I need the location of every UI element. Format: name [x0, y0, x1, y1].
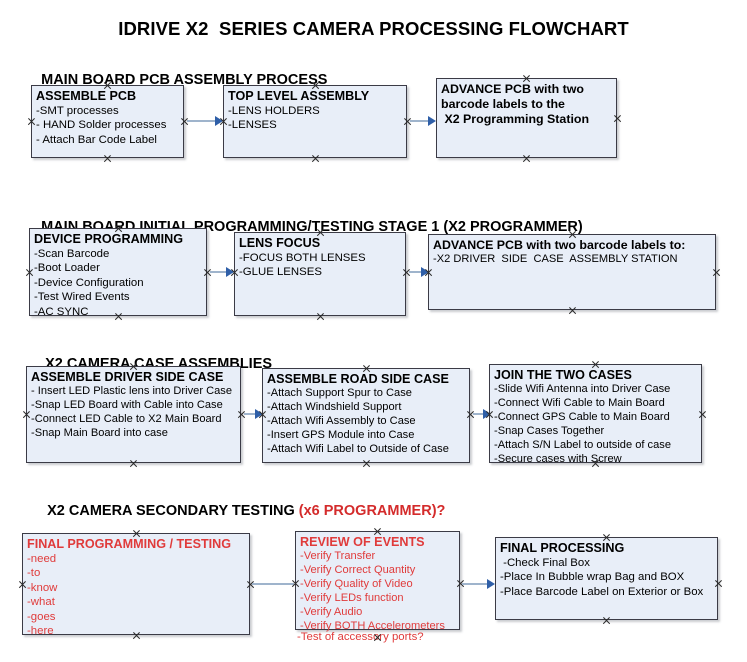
node-line: -GLUE LENSES: [239, 266, 322, 279]
node-review-of-events[interactable]: REVIEW OF EVENTS -Verify Transfer -Verif…: [295, 531, 460, 632]
node-title: REVIEW OF EVENTS: [300, 535, 425, 549]
node-line: -what: [27, 596, 55, 609]
node-line: -Verify BOTH Accelerometers: [300, 619, 445, 632]
connector-line: [409, 271, 427, 273]
node-title: ASSEMBLE PCB: [36, 89, 137, 103]
node-title: LENS FOCUS: [239, 236, 321, 250]
section-heading-main-board-pcb-assembly-process: MAIN BOARD PCB ASSEMBLY PROCESS: [25, 56, 327, 104]
node-title: ASSEMBLE DRIVER SIDE CASE: [31, 370, 224, 384]
node-line: -Test Wired Events: [34, 291, 130, 304]
node-line: -LENSES: [228, 119, 277, 132]
node-title: ADVANCE PCB with two barcode labels to:: [433, 238, 686, 252]
connector-arrow-icon: [421, 267, 429, 277]
node-assemble-pcb[interactable]: ASSEMBLE PCB -SMT processes - HAND Solde…: [31, 85, 184, 158]
node-line: -Verify Quality of Video: [300, 577, 413, 590]
node-advance-pcb-to-driver-side-case-assembly-station[interactable]: ADVANCE PCB with two barcode labels to: …: [428, 234, 716, 310]
connector-line: [410, 120, 432, 122]
node-line: -Check Final Box: [500, 557, 590, 569]
connector-arrow-icon: [215, 116, 223, 126]
node-line: -Verify LEDs function: [300, 591, 404, 604]
node-final-programming-testing[interactable]: FINAL PROGRAMMING / TESTING -need -to -k…: [22, 533, 250, 638]
node-line: -Insert GPS Module into Case: [267, 428, 415, 441]
connector-line: [244, 413, 260, 415]
node-line: -SMT processes: [36, 105, 119, 117]
node-line: -Connect Wifi Cable to Main Board: [494, 396, 665, 409]
node-overflow-line: -Test of accessory ports?: [297, 631, 424, 643]
connector-line: [462, 583, 492, 585]
node-line: -Place Barcode Label on Exterior or Box: [500, 585, 704, 598]
node-line: -Attach Windshield Support: [267, 400, 402, 413]
connector-arrow-icon: [226, 267, 234, 277]
node-line: -Connect GPS Cable to Main Board: [494, 410, 670, 423]
node-device-programming[interactable]: DEVICE PROGRAMMING -Scan Barcode -Boot L…: [29, 228, 207, 318]
connector-arrow-icon: [483, 409, 491, 419]
node-title: TOP LEVEL ASSEMBLY: [228, 89, 370, 103]
node-line: -Device Configuration: [34, 276, 144, 289]
node-line: -need: [27, 553, 57, 565]
node-line: -Secure cases with Screw: [494, 452, 622, 465]
node-line: -FOCUS BOTH LENSES: [239, 252, 366, 264]
node-advance-pcb-to-x2-programming-station[interactable]: ADVANCE PCB with two barcode labels to t…: [436, 78, 617, 158]
node-lens-focus[interactable]: LENS FOCUS -FOCUS BOTH LENSES -GLUE LENS…: [234, 232, 406, 316]
node-line: - Attach Bar Code Label: [36, 133, 157, 146]
node-line: -goes: [27, 610, 56, 623]
node-title: DEVICE PROGRAMMING: [34, 232, 184, 246]
node-line: -Attach Wifi Label to Outside of Case: [267, 442, 449, 455]
connector-line: [252, 583, 294, 585]
node-line: -Snap Cases Together: [494, 424, 605, 437]
node-line: -Connect LED Cable to X2 Main Board: [31, 412, 222, 425]
section-heading-x2-camera-secondary-testing: X2 CAMERA SECONDARY TESTING (x6 PROGRAMM…: [31, 487, 445, 535]
node-top-level-assembly[interactable]: TOP LEVEL ASSEMBLY -LENS HOLDERS -LENSES: [223, 85, 407, 158]
node-join-the-two-cases[interactable]: JOIN THE TWO CASES -Slide Wifi Antenna i…: [489, 364, 702, 465]
node-line: -X2 DRIVER SIDE CASE ASSEMBLY STATION: [433, 253, 678, 265]
node-line: -here: [27, 625, 54, 638]
connector-line: [210, 271, 230, 273]
node-assemble-road-side-case[interactable]: ASSEMBLE ROAD SIDE CASE -Attach Support …: [262, 368, 470, 463]
connector-arrow-icon: [487, 579, 495, 589]
node-line: - HAND Solder processes: [36, 119, 167, 132]
node-line: -know: [27, 581, 58, 594]
node-line: -Snap Main Board into case: [31, 426, 168, 439]
node-line: X2 Programming Station: [441, 112, 590, 126]
node-final-processing[interactable]: FINAL PROCESSING -Check Final Box -Place…: [495, 537, 718, 620]
connector-line: [473, 413, 488, 415]
node-line: -Verify Correct Quantity: [300, 563, 416, 576]
node-line: -to: [27, 567, 41, 580]
page-title: IDRIVE X2 SERIES CAMERA PROCESSING FLOWC…: [118, 18, 629, 39]
node-assemble-driver-side-case[interactable]: ASSEMBLE DRIVER SIDE CASE - Insert LED P…: [26, 366, 241, 463]
node-line: -LENS HOLDERS: [228, 105, 320, 117]
section-heading-text: X2 CAMERA SECONDARY TESTING: [47, 503, 299, 519]
node-line: -Verify Transfer: [300, 550, 376, 562]
node-title: FINAL PROCESSING: [500, 541, 625, 555]
node-title: FINAL PROGRAMMING / TESTING: [27, 537, 232, 551]
node-title: JOIN THE TWO CASES: [494, 368, 632, 382]
node-line: -Scan Barcode: [34, 248, 110, 260]
node-line: -Slide Wifi Antenna into Driver Case: [494, 383, 671, 395]
node-line: -Place In Bubble wrap Bag and BOX: [500, 571, 685, 584]
node-title: ADVANCE PCB with two: [441, 82, 584, 96]
node-line: -Snap LED Board with Cable into Case: [31, 398, 223, 411]
node-line: -Attach S/N Label to outside of case: [494, 438, 671, 451]
node-line: barcode labels to the: [441, 97, 565, 111]
node-line: - Insert LED Plastic lens into Driver Ca…: [31, 385, 232, 397]
connector-line: [187, 120, 219, 122]
section-heading-text: MAIN BOARD PCB ASSEMBLY PROCESS: [41, 72, 328, 88]
node-line: -AC SYNC: [34, 305, 89, 318]
node-title: ASSEMBLE ROAD SIDE CASE: [267, 372, 449, 386]
node-line: -Attach Support Spur to Case: [267, 387, 412, 399]
connector-arrow-icon: [255, 409, 263, 419]
connector-arrow-icon: [428, 116, 436, 126]
section-heading-accent: (x6 PROGRAMMER)?: [298, 503, 446, 519]
node-line: -Verify Audio: [300, 605, 363, 618]
node-line: -Attach Wifi Assembly to Case: [267, 414, 416, 427]
node-line: -Boot Loader: [34, 262, 100, 275]
